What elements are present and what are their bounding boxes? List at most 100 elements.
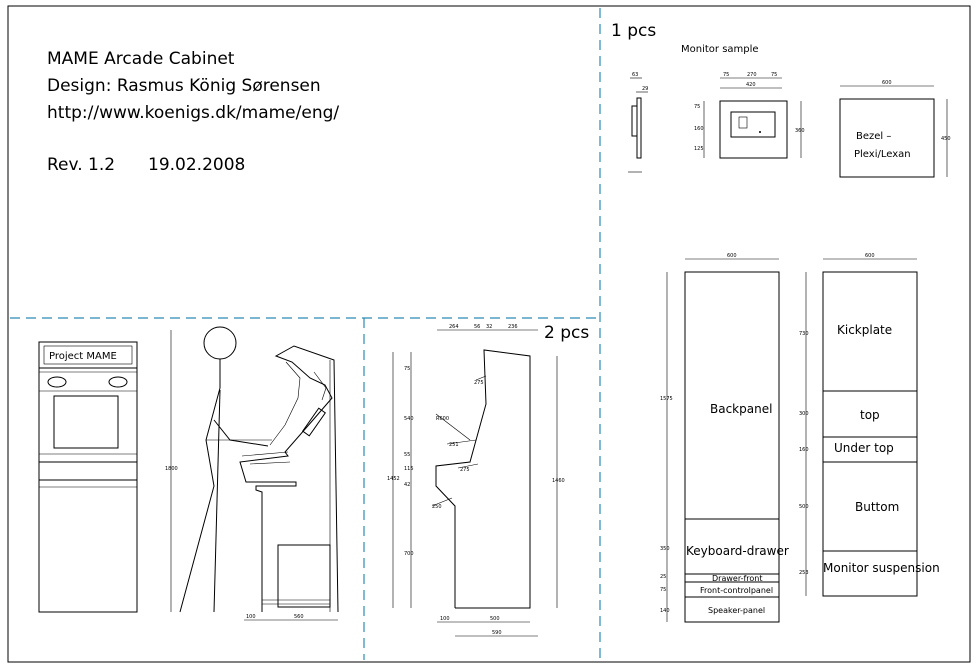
monitor-front-dot	[759, 131, 761, 133]
dim-label: 1575	[660, 396, 673, 402]
dim-label: 115	[404, 466, 414, 472]
cabinet-front-view: Project MAME	[38, 341, 138, 613]
marquee-box	[43, 345, 133, 365]
dim-label: 264	[449, 324, 459, 330]
dim-label: 160	[799, 447, 809, 453]
side-controlpanel	[241, 451, 289, 457]
revision-date: 19.02.2008	[148, 155, 245, 175]
figure-head	[203, 326, 237, 360]
dim-label: 730	[799, 331, 809, 337]
monitor-side-body	[631, 105, 638, 137]
dim-label: 350	[660, 546, 670, 552]
dim-label: 75	[404, 366, 410, 372]
dim-label: 42	[404, 482, 410, 488]
speaker-right	[108, 376, 128, 388]
bezel: 600 Bezel – Plexi/Lexan 450	[839, 80, 951, 178]
monitor-front-screen	[730, 111, 776, 138]
figure-back	[179, 387, 221, 613]
dim-label: 500	[799, 504, 809, 510]
angle-leader	[457, 463, 479, 469]
side-panel-outline	[435, 349, 531, 609]
panel-label-drawer-front: Drawer-front	[712, 574, 763, 583]
dim-label: 600	[727, 253, 737, 259]
monitor-sample: Monitor sample 63 29 75 270 75 420 75 16…	[628, 44, 951, 178]
dim-label: 140	[660, 608, 670, 614]
panel-label-kickplate: Kickplate	[837, 323, 892, 337]
angle-label: 250	[432, 504, 442, 510]
monitor-side-view: 63 29	[628, 72, 648, 173]
cabinet-front-outline	[38, 341, 138, 613]
panel-label-buttom: Buttom	[855, 500, 899, 514]
dim-label: 100	[440, 616, 450, 622]
dim-label: 1452	[387, 476, 400, 482]
cabinet-side-outline	[239, 345, 339, 613]
dim-label: 55	[404, 452, 410, 458]
cabinet-side-view: 100 560	[239, 345, 339, 621]
title-line-3: http://www.koenigs.dk/mame/eng/	[47, 103, 339, 123]
dim-label: 75	[771, 72, 777, 78]
bezel-label-line-1: Bezel –	[856, 131, 891, 142]
dim-label: 700	[404, 551, 414, 557]
panel-label-front-controlpanel: Front-controlpanel	[700, 586, 773, 595]
monitor-front-view: 75 270 75 420 75 160 125 360	[694, 72, 805, 159]
front-screen	[53, 395, 119, 449]
panel-stack-left	[684, 271, 780, 623]
dim-label: 100	[246, 614, 256, 620]
speaker-left	[47, 376, 67, 388]
panel-set-right: 600 Kickplate top Under top Buttom Monit…	[799, 253, 940, 597]
side-controlpanel-2	[249, 461, 291, 465]
angle-label: 275	[460, 467, 470, 473]
angle-leader	[431, 497, 453, 507]
dim-label: 56	[474, 324, 480, 330]
dim-label: 32	[486, 324, 492, 330]
dim-label: 600	[865, 253, 875, 259]
dim-label: 63	[632, 72, 638, 78]
panel-label-keyboard-drawer: Keyboard-drawer	[686, 544, 789, 558]
dim-label: 360	[795, 128, 805, 134]
dim-label: 1460	[552, 478, 565, 484]
monitor-front-detail	[738, 116, 748, 129]
dim-label: 500	[490, 616, 500, 622]
sheet-border	[7, 5, 971, 663]
dim-label: 540	[404, 416, 414, 422]
angle-label: 275	[474, 380, 484, 386]
angle-label: 251	[449, 442, 459, 448]
marquee-label: Project MAME	[49, 351, 117, 362]
dim-label: 125	[694, 146, 704, 152]
panel-stack-right	[822, 271, 918, 597]
side-monitor-curve	[269, 361, 301, 446]
dim-label: 75	[723, 72, 729, 78]
monitor-sample-title: Monitor sample	[681, 44, 759, 55]
dim-label: 160	[694, 126, 704, 132]
dim-label: 1800	[165, 466, 178, 472]
dim-label: 590	[492, 630, 502, 636]
title-block: MAME Arcade Cabinet Design: Rasmus König…	[47, 49, 339, 175]
quantity-2pcs: 2 pcs	[544, 323, 589, 343]
panel-label-under-top: Under top	[834, 441, 894, 455]
title-line-1: MAME Arcade Cabinet	[47, 49, 235, 69]
side-monitor-box	[301, 407, 327, 437]
angle-leader	[446, 439, 477, 445]
panel-label-backpanel: Backpanel	[710, 402, 772, 416]
stick-figure	[179, 326, 272, 613]
bezel-label-line-2: Plexi/Lexan	[854, 149, 911, 160]
dim-label: 420	[746, 82, 756, 88]
dim-label: 25	[660, 574, 666, 580]
bezel-outline	[839, 98, 935, 178]
dim-label: 253	[799, 570, 809, 576]
quantity-1pcs: 1 pcs	[611, 21, 656, 41]
dim-label: 236	[508, 324, 518, 330]
dim-label: 270	[747, 72, 757, 78]
figure-arm	[213, 419, 269, 447]
dim-label: 560	[294, 614, 304, 620]
dim-label: 75	[660, 587, 666, 593]
panel-set-left: 600 Backpanel Keyboard-drawer Drawer-fro…	[660, 253, 789, 623]
panel-label-top: top	[860, 408, 880, 422]
title-line-2: Design: Rasmus König Sørensen	[47, 76, 321, 96]
angle-label: R600	[436, 416, 449, 422]
panel-label-speaker-panel: Speaker-panel	[708, 606, 765, 615]
side-drawer	[277, 544, 331, 608]
dim-label: 29	[642, 86, 648, 92]
revision: Rev. 1.2	[47, 155, 115, 175]
